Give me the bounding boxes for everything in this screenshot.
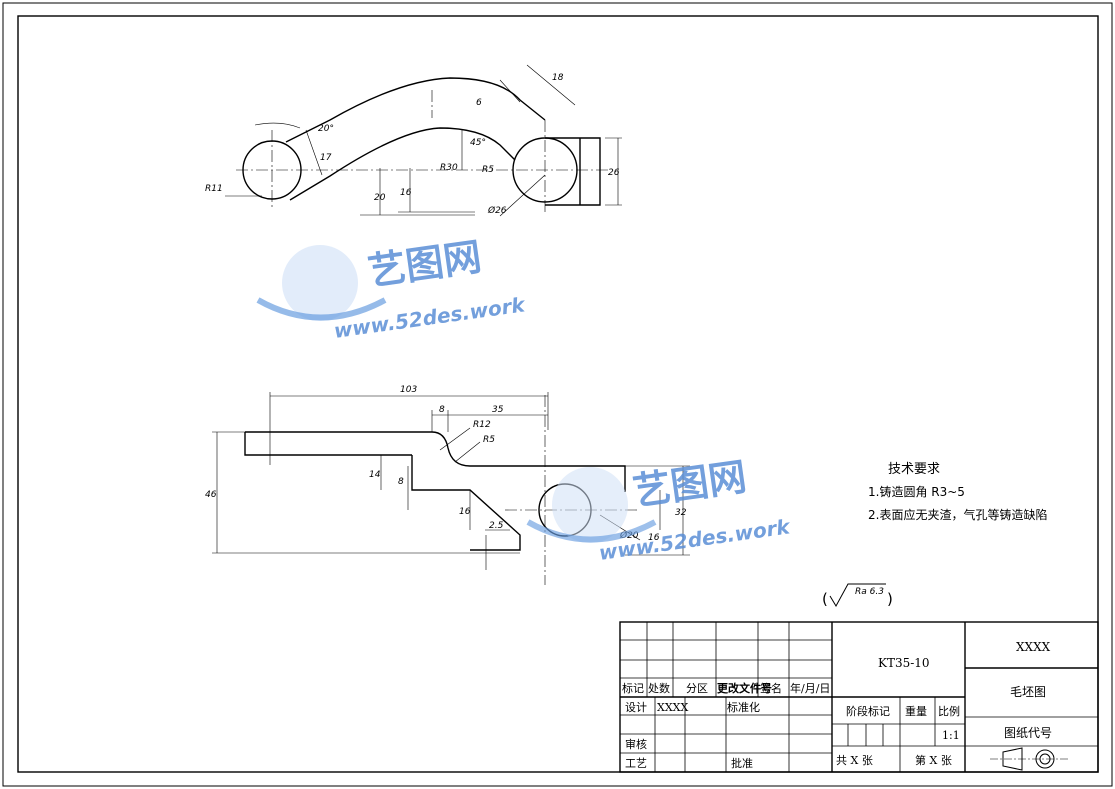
review-label: 审核 (625, 737, 647, 751)
dim-8-left: 8 (398, 477, 404, 487)
dim-r30: R30 (440, 163, 458, 173)
tech-requirements: 技术要求 1.铸造圆角 R3~5 2.表面应无夹渣，气孔等铸造缺陷 (868, 462, 1047, 522)
approve-label: 批准 (731, 756, 753, 770)
dim-r5: R5 (482, 165, 494, 175)
dim-46: 46 (205, 490, 217, 500)
top-view-centerlines (236, 90, 610, 215)
process-label: 工艺 (625, 757, 647, 770)
dim-angle-45: 45° (470, 138, 486, 148)
watermark-brand: 艺图网 (630, 454, 749, 513)
dim-r5-front: R5 (483, 435, 495, 445)
top-view (242, 77, 601, 206)
design-label: 设计 (625, 701, 647, 714)
dim-103: 103 (400, 385, 417, 395)
dim-16-right: 16 (648, 533, 660, 543)
scale-value: 1:1 (942, 729, 960, 742)
weight-label: 重量 (905, 704, 927, 718)
top-view-dimension-text: 20° 17 R11 R30 20 16 Ø26 R5 45° 6 18 26 (205, 73, 620, 216)
dim-8-top: 8 (439, 405, 445, 415)
dim-26: 26 (608, 168, 620, 178)
dim-r11: R11 (205, 184, 223, 194)
company-name: XXXX (1016, 640, 1051, 654)
watermark-lower: 艺图网 www.52des.work (526, 454, 793, 565)
front-view-dimension-lines (212, 392, 690, 570)
title-block-text: KT35-10 XXXX 毛坯图 图纸代号 标记 处数 分区 更改文件号 签名 … (622, 640, 1052, 770)
dim-17: 17 (320, 153, 332, 163)
watermark-globe-icon (526, 467, 657, 543)
standardize-label: 标准化 (727, 700, 760, 714)
top-view-dimension-lines (225, 64, 622, 217)
projection-symbol-icon (990, 747, 1070, 771)
roughness-symbol: ( Ra 6.3 ) (822, 583, 893, 608)
watermark-url: www.52des.work (332, 292, 527, 343)
title-block (619, 621, 1099, 773)
scale-label: 比例 (938, 704, 960, 718)
header-signature: 签名 (760, 681, 782, 695)
watermark-brand: 艺图网 (365, 234, 484, 293)
dim-18: 18 (552, 73, 564, 83)
header-count: 处数 (648, 682, 670, 695)
dim-6: 6 (476, 98, 482, 108)
dim-32: 32 (675, 508, 687, 518)
watermark-globe-icon (256, 245, 387, 321)
drawing-code-label: 图纸代号 (1004, 726, 1052, 740)
dim-20: 20 (374, 193, 386, 203)
dim-2-5: 2.5 (489, 521, 504, 531)
dim-16-front: 16 (459, 507, 471, 517)
dim-16: 16 (400, 188, 412, 198)
watermark-url: www.52des.work (597, 514, 792, 565)
roughness-open-paren: ( (822, 590, 828, 608)
watermark-upper: 艺图网 www.52des.work (256, 234, 528, 343)
header-date: 年/月/日 (790, 681, 830, 695)
header-change-doc: 更改文件号 (717, 681, 772, 695)
inner-frame (17, 15, 1099, 773)
total-sheets: 共 X 张 (836, 754, 873, 767)
dim-35: 35 (492, 405, 504, 415)
dim-r12: R12 (473, 420, 491, 430)
tech-item-2: 2.表面应无夹渣，气孔等铸造缺陷 (868, 507, 1047, 522)
roughness-value: Ra 6.3 (855, 587, 884, 597)
roughness-close-paren: ) (887, 590, 893, 608)
part-name: 毛坯图 (1010, 685, 1046, 699)
dim-14: 14 (369, 470, 381, 480)
dim-dia26: Ø26 (487, 205, 507, 216)
stage-mark-label: 阶段标记 (846, 704, 890, 718)
tech-item-1: 1.铸造圆角 R3~5 (868, 484, 965, 499)
dim-angle-20: 20° (318, 124, 334, 134)
header-zone: 分区 (686, 682, 708, 695)
design-value: XXXX (657, 701, 688, 714)
tech-heading: 技术要求 (888, 462, 940, 477)
header-mark: 标记 (622, 681, 644, 695)
roughness-icon (829, 583, 886, 608)
sheet-number: 第 X 张 (915, 753, 952, 767)
drawing-number: KT35-10 (878, 656, 930, 670)
